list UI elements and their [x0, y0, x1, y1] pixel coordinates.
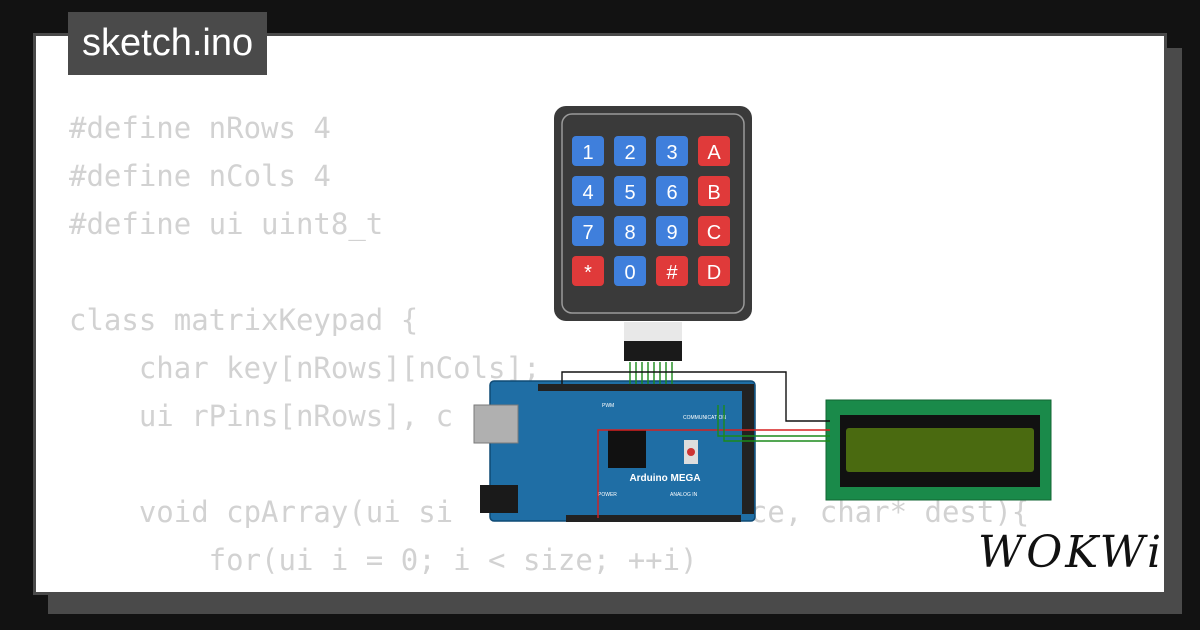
lcd-screen [846, 428, 1034, 472]
keypad-key[interactable] [656, 216, 688, 246]
keypad-key[interactable] [572, 256, 604, 286]
keypad-key[interactable] [614, 256, 646, 286]
keypad-key[interactable] [572, 176, 604, 206]
keypad-key[interactable] [614, 136, 646, 166]
keypad-key[interactable] [572, 136, 604, 166]
code-line: void cpArray(ui si ce, char* dest){ [138, 495, 1030, 529]
code-line: #define nRows 4 [69, 111, 331, 145]
wires [561, 362, 830, 518]
keypad-connector [624, 341, 682, 361]
keypad-key-label: A [707, 142, 721, 164]
keypad-4x4[interactable]: 1 2 3 A 4 5 6 B 7 8 9 C * 0 # D [554, 106, 752, 361]
keypad-key-label: 0 [624, 262, 635, 284]
keypad-key[interactable] [656, 256, 688, 286]
label-power: POWER [598, 492, 617, 498]
code-line: for(ui i = 0; i < size; ++i) [69, 543, 698, 577]
side-header [742, 384, 754, 514]
code-background: #define nRows 4 #define nCols 4 #define ui… [69, 104, 1030, 592]
label-analog: ANALOG IN [670, 492, 698, 498]
keypad-key-label: D [707, 262, 721, 284]
keypad-key[interactable] [698, 216, 730, 246]
file-title: sketch.ino [68, 12, 268, 75]
code-line: ui rPins[nRows], c [69, 399, 454, 433]
keypad-key-label: 7 [582, 222, 593, 244]
code-line: char key[nRows][nCols]; [69, 351, 541, 385]
board-name: Arduino MEGA [629, 473, 700, 484]
keypad-key[interactable] [656, 176, 688, 206]
keypad-key[interactable] [614, 216, 646, 246]
label-pwm: PWM [602, 403, 614, 409]
usb-port [473, 404, 519, 444]
keypad-key[interactable] [656, 136, 688, 166]
keypad-key[interactable] [698, 136, 730, 166]
lcd-1602[interactable] [825, 399, 1052, 501]
keypad-key-label: # [666, 262, 678, 284]
wokwi-logo: WOKWi [978, 527, 1165, 578]
code-line: dest[i] = source[i]; [69, 584, 1029, 592]
keypad-key-label: 1 [582, 142, 593, 164]
bottom-header [566, 515, 741, 522]
keypad-key-label: 2 [624, 142, 635, 164]
keypad-key-label: B [707, 182, 720, 204]
keypad-key[interactable] [698, 176, 730, 206]
label-comm: COMMUNICATION [683, 415, 726, 421]
top-header [538, 384, 748, 391]
power-jack [480, 485, 518, 513]
keypad-key-label: 4 [582, 182, 593, 204]
keypad-key-label: 8 [624, 222, 635, 244]
keypad-key-label: 3 [666, 142, 677, 164]
keypad-key[interactable] [572, 216, 604, 246]
keypad-key-label: 6 [666, 182, 677, 204]
ribbon-cable [624, 322, 682, 342]
code-line: #define nCols 4 [69, 159, 331, 193]
keypad-key[interactable] [614, 176, 646, 206]
arduino-mega-board[interactable]: Arduino MEGA PWM COMMUNICATION POWER ANA… [473, 380, 756, 522]
keypad-key-label: C [707, 222, 721, 244]
keypad-key-label: * [584, 262, 592, 284]
keypad-key-label: 5 [624, 182, 635, 204]
keypad-key-label: 9 [666, 222, 677, 244]
code-line: #define ui uint8_t [69, 207, 384, 241]
code-line: class matrixKeypad { [69, 303, 419, 337]
chip [608, 430, 646, 468]
keypad-key[interactable] [698, 256, 730, 286]
